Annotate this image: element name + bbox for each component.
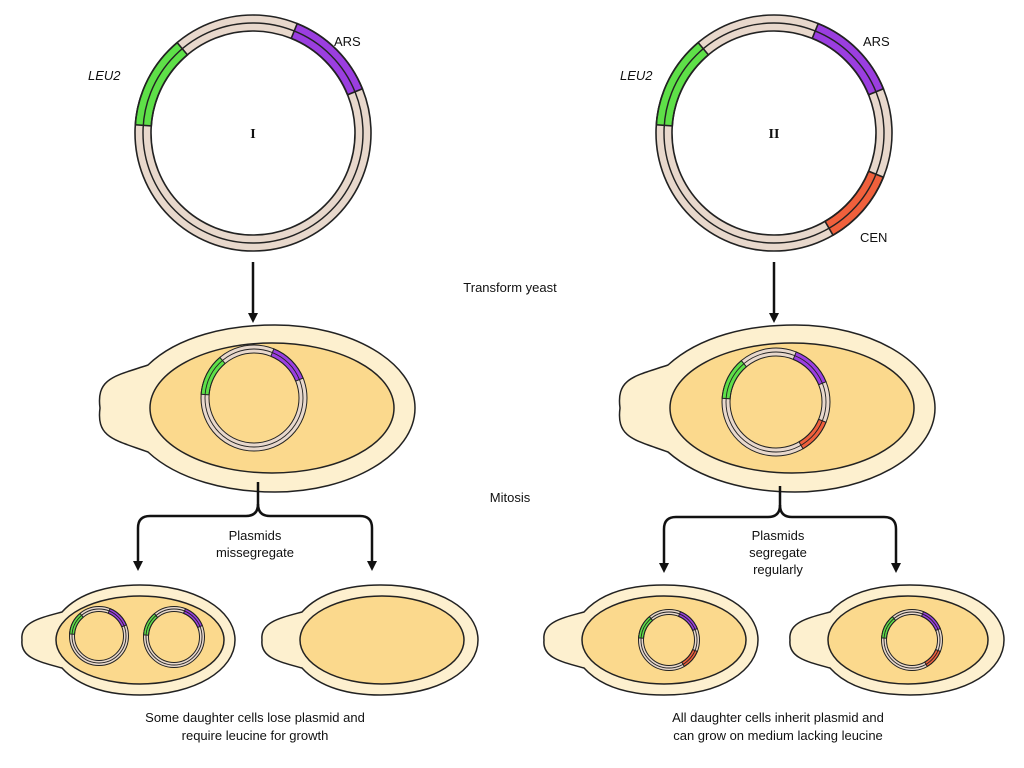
plasmid-strand-line [886, 614, 938, 666]
plasmid-strand-line [74, 611, 124, 661]
plasmid-ii-leu2-label: LEU2 [620, 68, 653, 83]
plasmid-i-roman: I [250, 127, 255, 142]
plasmid-strand-line [640, 611, 698, 669]
left-branch-label-2: missegregate [216, 545, 294, 560]
cell-interior [149, 342, 395, 474]
plasmid-strand-line [134, 14, 372, 252]
plasmid-strand-line [71, 608, 127, 664]
plasmid-strand-line [204, 348, 304, 448]
plasmid-i-ars-label: ARS [334, 34, 361, 49]
plasmid-strand-line [721, 347, 831, 457]
plasmid-strand-line [663, 22, 885, 244]
plasmid-ii-ars-label: ARS [863, 34, 890, 49]
plasmid-strand-line [142, 22, 364, 244]
plasmid-strand-line [145, 608, 203, 666]
plasmid-strand-line [69, 606, 129, 666]
daughter-cell-right-2 [789, 584, 1005, 696]
mother-plasmid-left [200, 344, 308, 452]
plasmid-strand-line [150, 30, 356, 236]
plasmid-ii-cen-label: CEN [860, 230, 887, 245]
mitosis-split-right [659, 486, 901, 573]
right-branch-label-1: Plasmids [752, 528, 805, 543]
plasmid-strand-line [655, 14, 893, 252]
plasmid-strand-line [200, 344, 308, 452]
left-branch-label-1: Plasmids [229, 528, 282, 543]
plasmid-strand-line [643, 614, 695, 666]
mitosis-split-left [133, 482, 377, 571]
plasmid-segment-leu2 [134, 41, 189, 127]
plasmid-strand-line [881, 609, 943, 671]
transform-yeast-label: Transform yeast [463, 280, 557, 295]
daughter-cell-right-1 [543, 584, 759, 696]
plasmid-strand-line [729, 355, 823, 449]
mitosis-label: Mitosis [490, 490, 531, 505]
mother-plasmid-right [721, 347, 831, 457]
daughter-plasmid-left-1a [69, 606, 129, 666]
left-caption-2: require leucine for growth [182, 728, 329, 743]
daughter-plasmid-left-1b [143, 606, 205, 668]
daughter-plasmid-right-2 [881, 609, 943, 671]
daughter-plasmid-right-1 [638, 609, 700, 671]
daughter-cell-left-2-empty [261, 584, 479, 696]
plasmid-segment-leu2 [655, 41, 710, 127]
right-caption-2: can grow on medium lacking leucine [673, 728, 883, 743]
plasmid-strand-line [143, 606, 205, 668]
plasmid-strand-line [148, 611, 200, 663]
plasmid-i [134, 14, 372, 252]
plasmid-strand-line [883, 611, 941, 669]
plasmid-strand-line [638, 609, 700, 671]
plasmid-strand-line [208, 352, 300, 444]
plasmid-ii-roman: II [769, 127, 780, 142]
plasmid-strand-line [725, 351, 827, 453]
left-caption-1: Some daughter cells lose plasmid and [145, 710, 365, 725]
right-branch-label-2: segregate [749, 545, 807, 560]
plasmid-i-leu2-label: LEU2 [88, 68, 121, 83]
plasmid-strand-line [671, 30, 877, 236]
plasmid-ii [655, 14, 893, 252]
right-caption-1: All daughter cells inherit plasmid and [672, 710, 884, 725]
right-branch-label-3: regularly [753, 562, 803, 577]
